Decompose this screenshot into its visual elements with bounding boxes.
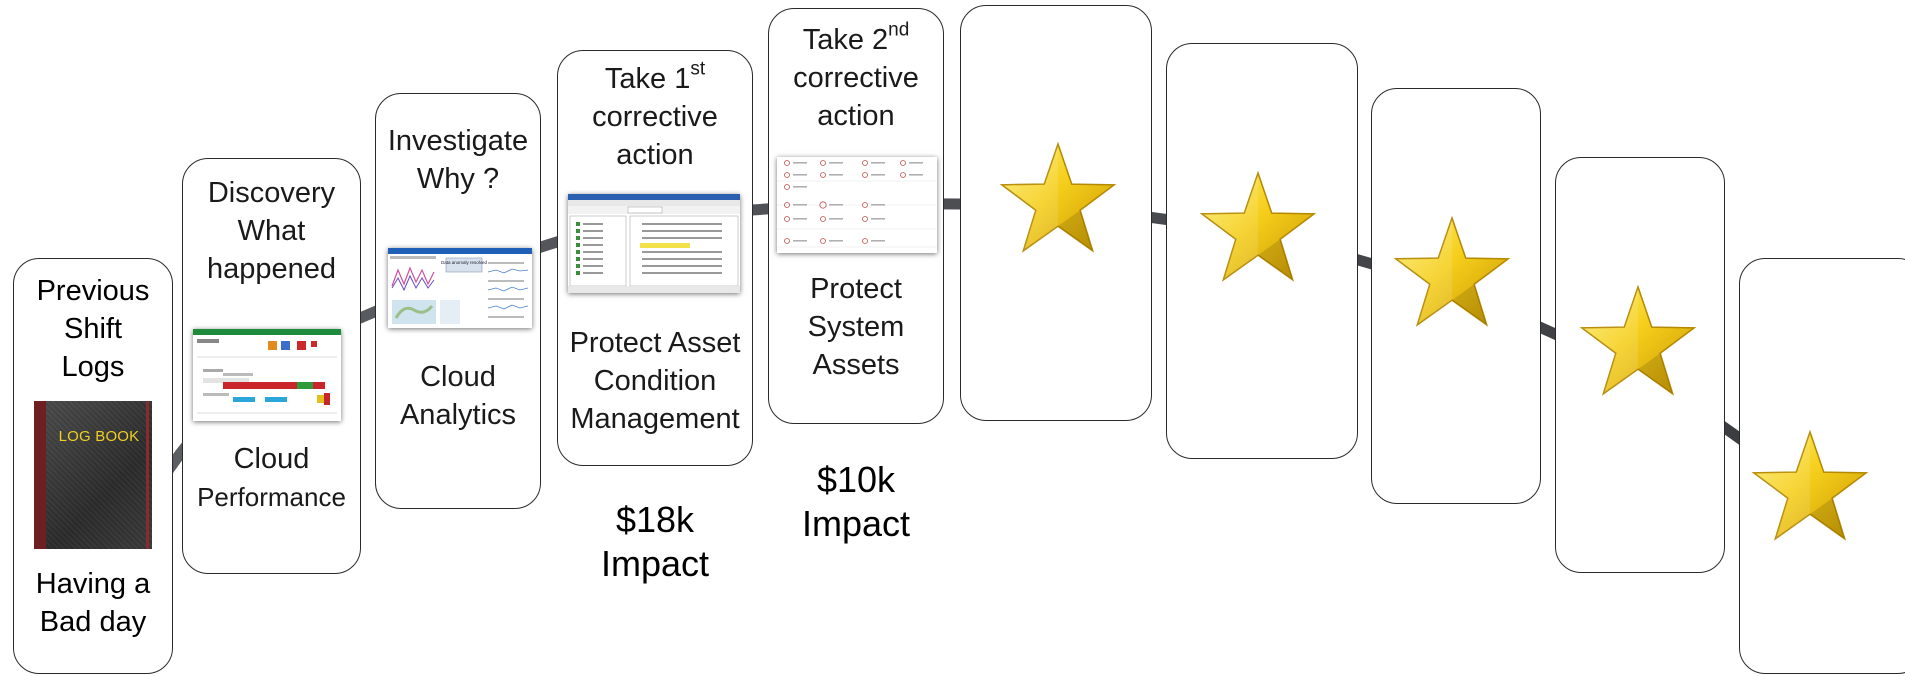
step-title: Take 2nd corrective action [793,19,919,132]
step-title-text: Take 2 [802,24,889,56]
star-icon [1395,217,1509,326]
step-caption: Cloud Analytics [399,361,517,431]
star-icon [1581,286,1695,395]
step-title-text: Take 1 [604,63,691,95]
star-icon [1001,143,1115,252]
impact-label: $10k Impact [801,459,911,544]
step-title-superscript: st [690,58,706,80]
step-title: Discovery What happened [206,177,337,285]
cloud-performance-screenshot [193,329,341,421]
system-assets-screenshot [777,157,937,253]
step-caption: Protect System Assets [807,273,905,381]
data-anomaly-label: Data anomaly resolved [441,260,488,265]
step-caption: Having a Bad day [35,568,151,638]
step-title: Previous Shift Logs [36,275,150,383]
step-title: Take 1st corrective action [592,58,718,171]
log-book-label: LOG BOOK [58,428,140,445]
step-caption: Protect Asset Condition Management [569,327,741,435]
step-title-superscript: nd [888,19,910,41]
step-title: Investigate Why ? [387,125,529,195]
star-icon [1201,172,1315,281]
impact-label: $18k Impact [600,499,710,584]
condition-manager-screenshot [568,194,740,293]
step-caption: Cloud Performance [197,443,346,512]
log-book: LOG BOOK [34,401,152,549]
star-icon [1753,431,1867,540]
cloud-analytics-screenshot: Data anomaly resolved [388,248,532,328]
